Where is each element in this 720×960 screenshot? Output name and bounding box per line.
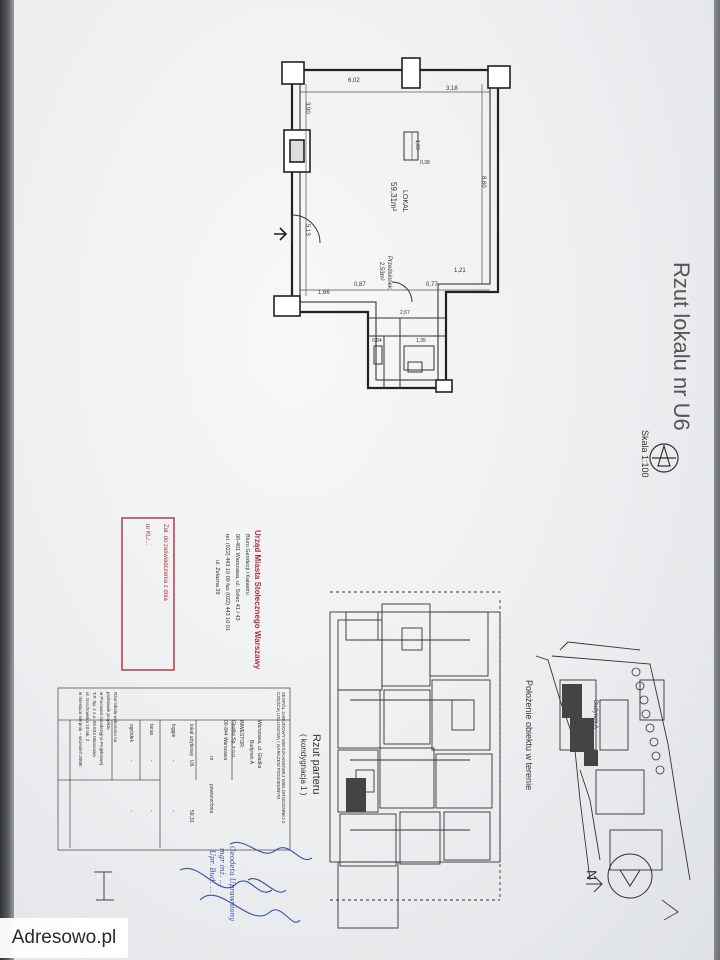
dim-hall: 2,67: [400, 310, 410, 316]
red-box-line-1: Zał. do zaświadczenia z dnia: [162, 524, 168, 601]
entrance-arrow-icon: [274, 227, 288, 241]
project-table: [57, 687, 291, 851]
table-row-4-b: -: [128, 810, 134, 812]
table-row-4-a: -: [128, 760, 134, 762]
vestibule-area: 2,53m²: [378, 262, 384, 281]
city-stamp-line-2: 00-401 Warszawa, ul. Solec 41 / 43: [234, 534, 240, 621]
small-rooms: [368, 317, 446, 388]
red-box-line-2: nr KL/...: [144, 524, 150, 546]
table-row-1-b: 59,31: [188, 810, 194, 823]
red-stamp-box: [121, 517, 175, 671]
location-map: [535, 641, 691, 881]
interior-column: [403, 131, 419, 161]
unit-name: LOKAL: [401, 190, 408, 213]
table-footer-2: podstawie projektu: [106, 692, 111, 730]
table-investor-label: INWESTOR:: [238, 720, 244, 749]
dim-col-a: 1,03: [414, 140, 420, 150]
table-row-3-label: taras: [148, 724, 154, 736]
table-footer-5: ul. Grochowska 10 lok. 2: [85, 692, 90, 742]
watermark-badge: Adresowo.pl: [0, 918, 128, 958]
table-row-3-b: -: [148, 810, 154, 812]
table-row-2-a: -: [170, 760, 176, 762]
location-building-a: [562, 684, 598, 766]
highlighted-unit: [346, 778, 366, 812]
table-col-label-2: nr: [208, 756, 214, 761]
building-label: Budynek A: [592, 700, 598, 729]
table-row-1-label: lokal użytkowy: [188, 724, 194, 757]
scale-symbol-icon: [649, 443, 679, 473]
table-row-2-label: loggie: [170, 724, 176, 738]
table-investor: Gładka Sp. z o.o.: [230, 720, 236, 759]
ground-plan-title: Rzut parteru: [310, 734, 322, 795]
watermark-text: Adresowo.pl: [11, 927, 117, 948]
table-row-2-b: -: [170, 810, 176, 812]
dim-small-1: 1,35: [416, 338, 426, 344]
table-col-label: powierzchnia: [208, 784, 214, 814]
table-row-1-a: U6: [188, 760, 194, 767]
dim-top-a: 6,02: [348, 78, 360, 84]
table-footer-4: T.P. Sp. z o.o. 03-833 Warszawa: [92, 692, 97, 757]
north-arrow-icon: [586, 853, 653, 899]
city-stamp-title: Urząd Miasta Stołecznego Warszawy: [253, 530, 262, 670]
dim-top-b: 3,18: [446, 86, 458, 92]
ground-floor-plan: [329, 591, 501, 929]
dimension-lines: [300, 84, 490, 296]
table-footer-1: Rzut lokalu wykonano na: [113, 692, 118, 743]
table-header: ZESPÓŁ ZABUDOWY MIESZKANIOWEJ WIELORODZI…: [276, 692, 286, 824]
city-stamp-line-3: tel. (022) 443 10 00 fax (022) 443 10 01: [224, 534, 230, 631]
location-title: Położenie obiektu w terenie: [524, 680, 534, 791]
vestibule-name: Przedsionek: [386, 256, 392, 290]
signature-line-2: mgr inż. ...: [218, 848, 226, 887]
unit-walls: [290, 68, 500, 390]
unit-area: 59,31m²: [389, 182, 398, 212]
dim-col-b: 0,38: [420, 160, 430, 166]
ground-plan-subtitle: ( kondygnacja 1 ): [299, 734, 308, 796]
city-stamp-line-4: ul. Żelazna 39: [214, 560, 220, 595]
table-row-4-label: ogródek: [128, 724, 134, 743]
signature-line-3: Upr. Bud. ...: [208, 850, 216, 893]
wall-columns: [273, 57, 511, 393]
pencil-marks: [94, 871, 679, 921]
entrance-door: [291, 214, 413, 303]
scale-label: Skala 1:100: [640, 430, 650, 478]
dim-bottom-right: 1,21: [454, 268, 466, 274]
dim-right: 8,60: [480, 176, 486, 188]
table-row-3-a: -: [148, 760, 154, 762]
handwritten-signature: [179, 841, 313, 923]
dim-left-a: 5,13: [304, 224, 310, 236]
dim-bottom-left: 1,66: [318, 290, 330, 296]
dim-left-b: 3,90: [304, 102, 310, 114]
north-label: N: [584, 870, 600, 881]
dim-bottom-mid: 0,77: [426, 282, 438, 288]
sheet-title: Rzut lokalu nr U6: [669, 262, 694, 431]
table-building: Budynek A: [248, 740, 254, 764]
table-address: Warszawa, ul. Gładka: [256, 720, 262, 769]
map-trees: [631, 667, 665, 775]
table-footer-3: w Pracowni Geodezyjno-Projektowej: [99, 692, 104, 766]
signature-line-1: Geodeta Uprawniony: [228, 846, 236, 922]
table-footer-6: w miesiącu sierpniu – wrzesień 2008r.: [78, 692, 83, 768]
dim-bottom-c: 0,87: [354, 282, 366, 288]
table-investor-address: 00-844 Warszawa: [222, 720, 228, 761]
dim-small-2: 0,94: [372, 338, 382, 344]
city-stamp-line-1: Biuro Geodezji i Katastru: [244, 534, 250, 595]
